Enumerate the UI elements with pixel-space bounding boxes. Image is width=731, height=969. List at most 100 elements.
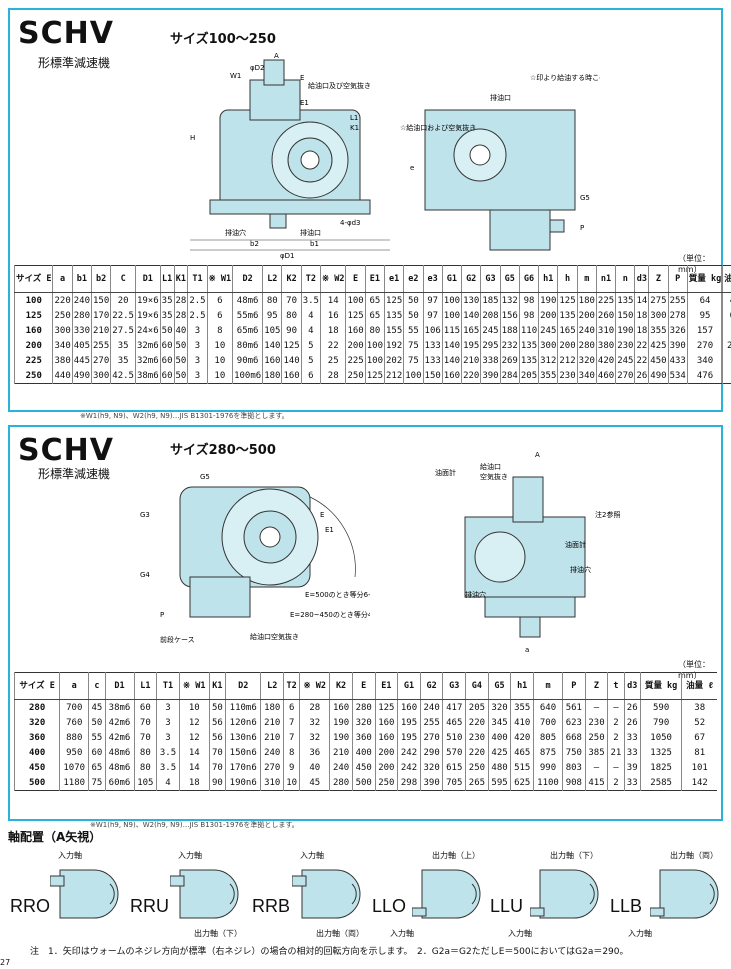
column-header: D2 [225, 672, 261, 700]
table-cell: 320 [576, 353, 597, 368]
table-cell: 56 [208, 715, 226, 730]
column-header: Z [648, 265, 669, 293]
gearbox-outline [59, 869, 119, 919]
label-oil-inlet: 給油口 [480, 462, 501, 471]
table-cell: 75 [403, 353, 424, 368]
table-cell: 230 [557, 368, 578, 384]
table-cell: 440 [52, 368, 73, 384]
table-cell: 200 [576, 308, 597, 323]
table-cell: 200 [374, 745, 398, 760]
table-cell: 8 [283, 745, 300, 760]
table-cell: 50 [173, 353, 188, 368]
table-cell: 405 [71, 338, 92, 353]
table-cell: 195 [461, 338, 481, 353]
gearbox-outline [659, 869, 719, 919]
column-header: C [110, 265, 136, 293]
table-cell: 270 [686, 338, 723, 353]
table-cell: 6 [206, 308, 233, 323]
arrangement-icon [530, 869, 599, 919]
column-header: e2 [403, 265, 424, 293]
table-cell: 220 [465, 745, 489, 760]
label-G3: G3 [140, 511, 150, 519]
table-cell: 160 [441, 368, 462, 384]
table-cell: 195 [397, 730, 421, 745]
table-cell: 210 [461, 353, 481, 368]
upper-output-shaft [512, 476, 544, 523]
table-cell: 150 [615, 308, 635, 323]
table-cell: 100 [441, 308, 462, 323]
table-cell: 60 [159, 338, 174, 353]
input-shaft [412, 907, 427, 917]
column-header: L2 [262, 265, 282, 293]
model-title: SCHV [18, 16, 114, 51]
table-cell: 33 [623, 775, 641, 791]
table-cell: 115 [441, 323, 462, 338]
table-cell: 90 [281, 323, 302, 338]
table-cell: 595 [487, 775, 511, 791]
table-cell: 35 [159, 292, 174, 308]
table-cell: 2585 [639, 775, 682, 791]
rotation-arrow [351, 883, 357, 905]
front-view-drawing-large: G5 G3 G4 E E1 P E=500のとき等分6-d3 E=280~450… [140, 473, 370, 644]
lower-output-shaft [519, 616, 541, 638]
table-cell: 90 [208, 775, 226, 791]
column-header: h [557, 265, 578, 293]
table-cell: 340 [52, 338, 73, 353]
table-cell: 270 [419, 730, 443, 745]
table-cell: 32 [722, 353, 731, 368]
table-cell: 21 [607, 745, 625, 760]
table-cell: 230 [615, 338, 635, 353]
label-plug-note: ☆印より給油する時このプラグを抜いてください。 [530, 73, 600, 82]
table-cell: 192 [383, 338, 404, 353]
table-cell: — [607, 760, 625, 775]
table-cell: 150n6 [225, 745, 261, 760]
column-header: n1 [595, 265, 616, 293]
table-cell: 14 [634, 292, 649, 308]
label-e500: E=500のとき等分6-d3 [305, 590, 370, 599]
column-header: e3 [422, 265, 443, 293]
table-cell: 70 [133, 730, 157, 745]
table-cell: 7 [283, 730, 300, 745]
column-header: G6 [518, 265, 539, 293]
table-cell: 208 [480, 308, 501, 323]
column-header: 質量 kg [639, 672, 682, 700]
label-drain-hole: 排油穴 [570, 565, 591, 574]
table-cell: 270 [260, 760, 284, 775]
table-cell: 50 [159, 323, 174, 338]
model-subtitle: 形標準減速機 [38, 56, 111, 70]
table-cell: 433 [667, 353, 688, 368]
table-cell: 9 [283, 760, 300, 775]
table-cell: 60 [88, 745, 106, 760]
column-header: e1 [383, 265, 404, 293]
column-header: T2 [283, 672, 300, 700]
table-cell: 420 [595, 353, 616, 368]
rotation-arrow [229, 883, 235, 905]
input-shaft [292, 875, 307, 887]
table-cell: 28 [319, 368, 346, 384]
table-cell: 170n6 [225, 760, 261, 775]
table-cell: 625 [510, 775, 534, 791]
table-cell: 500 [351, 775, 376, 791]
table-cell: 4 [300, 323, 321, 338]
column-header: D1 [104, 672, 135, 700]
gearbox-outline [301, 869, 361, 919]
arrangement-icon [170, 869, 239, 919]
column-header: m [576, 265, 597, 293]
table-cell: 284 [499, 368, 520, 384]
label-drain-hole2: 排油穴 [465, 590, 486, 599]
arrangement-bottom-label: 入力軸 [390, 929, 414, 938]
table-cell: 28 [173, 308, 188, 323]
label-e280: E=280~450のとき等分4-d3 [290, 610, 370, 619]
label-E1: E1 [325, 526, 334, 534]
column-header: T1 [187, 265, 208, 293]
label-front-case: 前段ケース [160, 635, 195, 644]
arrangement-top-label: 入力軸 [58, 851, 82, 860]
front-view-drawing: A W1 φD2 E E1 L1 K1 H 給油口及び空気抜き 排油穴 排油口 … [190, 52, 390, 260]
input-shaft [530, 907, 545, 917]
table-cell: 55 [403, 323, 424, 338]
table-cell: 157 [686, 323, 723, 338]
table-cell: 561 [562, 699, 586, 715]
table-cell: 320 [13, 715, 60, 730]
